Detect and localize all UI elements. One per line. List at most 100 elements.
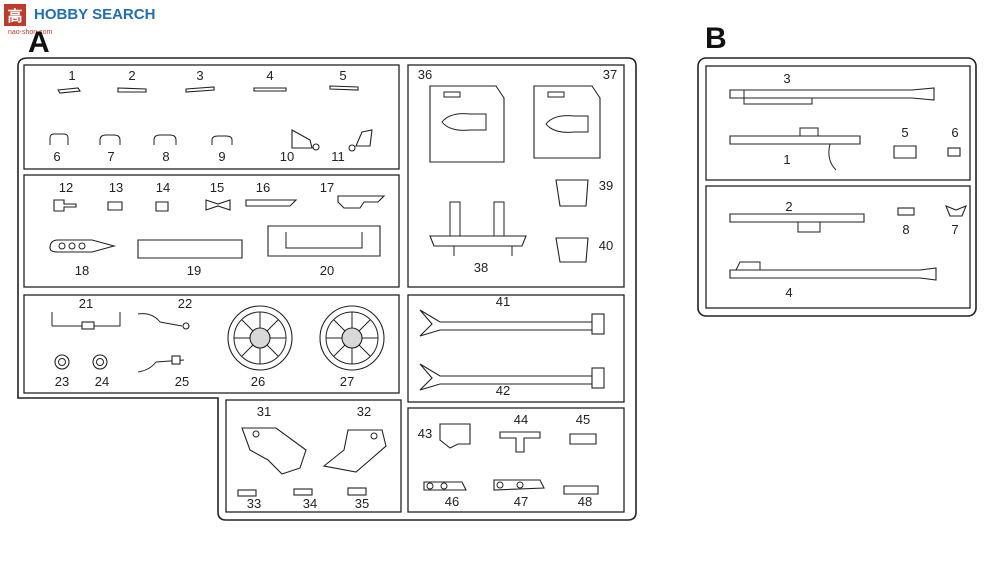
label-a-34: 34 [303,496,317,511]
watermark-glyph: 高 [7,7,22,25]
part-a-5 [329,85,359,91]
label-a-33: 33 [247,496,261,511]
label-a-1: 1 [68,68,75,83]
box-b-bottom [705,185,971,309]
sprue-b-frame [697,57,977,317]
label-a-21: 21 [79,296,93,311]
label-a-12: 12 [59,180,73,195]
part-a-15 [205,199,231,211]
part-a-12 [53,199,77,212]
part-a-10 [291,129,313,149]
part-a-23 [54,354,70,370]
sprue-a-frame [17,57,637,521]
label-a-48: 48 [578,494,592,509]
part-labels-a: 1 2 3 4 5 6 7 8 9 10 11 12 13 14 15 16 1… [53,67,617,511]
part-a-41 [419,309,597,337]
part-a-24 [92,354,108,370]
part-b-7 [945,205,967,217]
part-a-36 [429,85,505,163]
part-a-25 [137,359,185,373]
parts-b-2-8 [729,205,967,281]
label-a-47: 47 [514,494,528,509]
parts-36-40 [429,85,601,263]
part-a-39 [555,179,589,207]
part-a-13 [107,201,123,211]
part-b-6 [947,147,961,157]
sheet-letter-a: A [28,26,50,59]
label-a-24: 24 [95,374,109,389]
part-b-8 [897,207,915,216]
part-a-7 [99,134,121,145]
part-b-5 [893,145,917,159]
part-b-1 [729,135,861,145]
part-b-3 [729,87,935,101]
label-b-6: 6 [951,125,958,140]
label-a-13: 13 [109,180,123,195]
watermark-sub: nao-shon.com [8,29,53,36]
sheet-letter-b: B [705,22,727,55]
part-b-2 [729,213,865,223]
part-a-3 [185,86,215,93]
part-labels-b: 1 2 3 4 5 6 7 8 [783,71,958,300]
label-a-46: 46 [445,494,459,509]
part-a-21 [51,312,121,327]
label-a-25: 25 [175,374,189,389]
box-a-right2 [407,294,625,403]
label-a-5: 5 [339,68,346,83]
label-a-26: 26 [251,374,265,389]
label-a-38: 38 [474,260,488,275]
part-a-10-pin [312,143,320,151]
label-a-42: 42 [496,383,510,398]
label-a-32: 32 [357,404,371,419]
label-a-4: 4 [266,68,273,83]
box-a-bottom1 [225,399,402,513]
label-b-1: 1 [783,152,790,167]
label-a-8: 8 [162,149,169,164]
label-a-31: 31 [257,404,271,419]
part-a-2 [117,87,147,93]
label-a-43: 43 [418,426,432,441]
label-a-18: 18 [75,263,89,278]
sprue-a [17,57,637,521]
part-a-11-pin [348,144,356,152]
part-a-31 [241,427,307,475]
part-a-38 [429,235,527,247]
label-a-2: 2 [128,68,135,83]
part-a-48 [563,485,599,495]
parts-10-11 [291,129,373,152]
label-b-4: 4 [785,285,792,300]
label-a-35: 35 [355,496,369,511]
label-a-15: 15 [210,180,224,195]
part-a-19 [137,239,243,259]
parts-6-9 [49,133,233,145]
parts-1-5 [57,85,359,94]
parts-21-25 [51,312,190,373]
watermark-brand: HOBBY SEARCH [34,6,155,23]
label-a-41: 41 [496,294,510,309]
part-a-6 [49,133,69,145]
part-a-37 [533,85,601,159]
part-b-4 [729,267,937,281]
part-a-32 [322,429,387,473]
box-a-bottom2 [407,407,625,513]
label-a-14: 14 [156,180,170,195]
parts-b-1-6 [729,87,961,171]
box-a-row3 [23,294,400,394]
label-a-45: 45 [576,412,590,427]
label-b-8: 8 [902,222,909,237]
label-a-23: 23 [55,374,69,389]
label-a-40: 40 [599,238,613,253]
watermark: 高 HOBBY SEARCH nao-shon.com [4,4,155,36]
part-a-1 [57,87,81,94]
label-a-17: 17 [320,180,334,195]
parts-26-27 [227,305,385,371]
label-a-6: 6 [53,149,60,164]
label-a-44: 44 [514,412,528,427]
label-a-16: 16 [256,180,270,195]
part-a-17 [337,195,386,209]
label-a-10: 10 [280,149,294,164]
part-a-4 [253,87,287,92]
sprue-b [697,57,977,317]
label-a-9: 9 [218,149,225,164]
label-b-3: 3 [783,71,790,86]
